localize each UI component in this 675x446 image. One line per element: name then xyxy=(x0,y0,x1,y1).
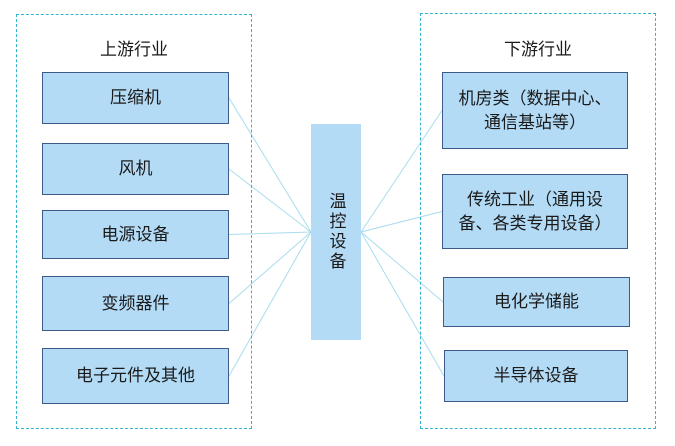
upstream-item-compressor: 压缩机 xyxy=(42,72,229,124)
center-temperature-control: 温控设备 xyxy=(311,124,361,340)
node-label-line2: 备、各类专用设备） xyxy=(458,213,612,234)
node-label: 半导体设备 xyxy=(493,366,579,386)
upstream-group: 上游行业 xyxy=(16,14,252,429)
downstream-link xyxy=(360,110,443,233)
downstream-title: 下游行业 xyxy=(504,40,572,60)
upstream-item-electronic-components: 电子元件及其他 xyxy=(42,348,229,404)
upstream-link xyxy=(228,231,312,235)
upstream-title: 上游行业 xyxy=(100,40,168,60)
upstream-link xyxy=(228,231,312,377)
node-label: 电化学储能 xyxy=(494,292,579,312)
upstream-link xyxy=(228,168,312,233)
downstream-link xyxy=(360,211,443,233)
center-label: 温控设备 xyxy=(325,192,346,272)
node-label-line1: 传统工业（通用设 xyxy=(467,189,603,210)
downstream-item-datacenter: 机房类（数据中心、通信基站等） xyxy=(442,72,628,149)
node-label: 电子元件及其他 xyxy=(76,366,195,386)
node-label: 压缩机 xyxy=(110,88,161,108)
downstream-group: 下游行业 xyxy=(420,13,656,429)
node-label: 风机 xyxy=(118,159,153,179)
upstream-link xyxy=(228,97,312,233)
node-label: 电源设备 xyxy=(101,224,170,245)
upstream-item-fan: 风机 xyxy=(42,143,229,195)
downstream-item-industrial: 传统工业（通用设备、各类专用设备） xyxy=(442,174,628,249)
node-label: 变频器件 xyxy=(101,293,170,314)
upstream-link xyxy=(228,231,312,304)
downstream-item-energy-storage: 电化学储能 xyxy=(443,277,630,327)
upstream-item-inverter-devices: 变频器件 xyxy=(42,276,229,331)
downstream-link xyxy=(360,231,445,377)
upstream-item-power-equipment: 电源设备 xyxy=(42,210,229,259)
node-label-line1: 机房类（数据中心、 xyxy=(458,88,612,109)
downstream-item-semiconductor: 半导体设备 xyxy=(444,350,628,402)
node-label-line2: 通信基站等） xyxy=(484,112,586,133)
downstream-link xyxy=(360,231,444,303)
